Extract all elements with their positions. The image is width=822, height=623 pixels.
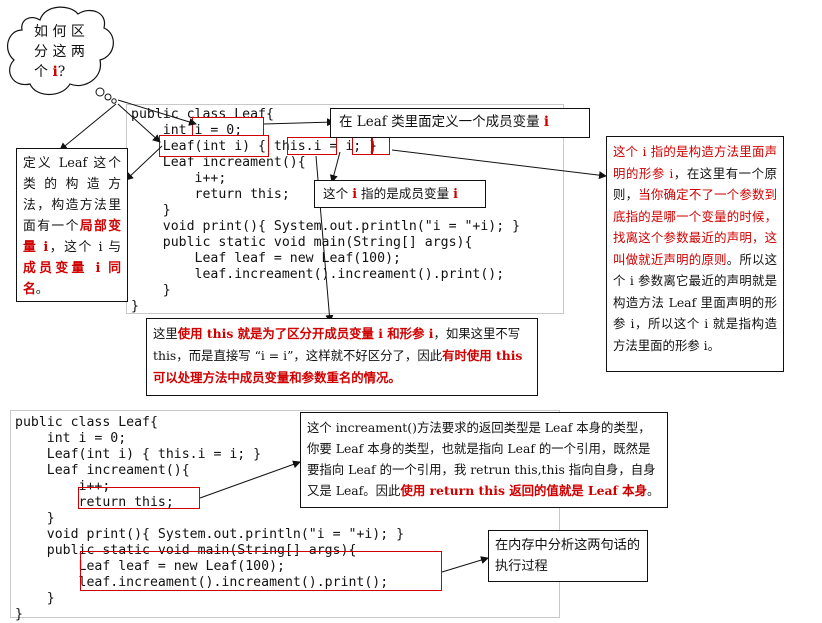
code-line: } xyxy=(131,203,171,218)
highlight-return-this xyxy=(78,487,200,509)
note-member-variable: 在 Leaf 类里面定义一个成员变量 i xyxy=(330,108,590,138)
code-line: i++; xyxy=(15,479,111,494)
code-line: leaf.increament().increament().print(); xyxy=(15,575,389,590)
code-line: return this; xyxy=(15,495,174,510)
highlight-this-i xyxy=(287,137,337,155)
arrow-constructor-note xyxy=(125,145,163,181)
code-line: void print(){ System.out.println("i = "+… xyxy=(15,527,405,542)
code-line: int i = 0; xyxy=(131,123,243,138)
arrow-cloud-constructor xyxy=(59,103,117,151)
code-line: Leaf increament(){ xyxy=(15,463,190,478)
code-line: Leaf leaf = new Leaf(100); xyxy=(131,251,401,266)
code-panel-bottom: public class Leaf{ int i = 0; Leaf(int i… xyxy=(10,410,560,622)
cloud-line-1: 如 何 区 xyxy=(34,24,85,40)
code-line: Leaf leaf = new Leaf(100); xyxy=(15,559,285,574)
note-constructor: 定义 Leaf 这个类 的 构 造 方法，构造方法里面有一个局部变量 i，这个 … xyxy=(16,148,128,302)
code-line: } xyxy=(15,591,55,606)
arrow-return-this xyxy=(199,460,301,499)
cloud-line-3: 个 i? xyxy=(34,64,66,80)
arrow-this-i-note xyxy=(329,151,341,183)
code-line: return this; xyxy=(131,187,290,202)
highlight-main-statements xyxy=(80,551,442,591)
code-line: int i = 0; xyxy=(15,431,127,446)
arrow-cloud-param xyxy=(117,103,161,143)
code-line: void print(){ System.out.println("i = "+… xyxy=(131,219,521,234)
code-panel-top: public class Leaf{ int i = 0; Leaf(int i… xyxy=(126,104,564,314)
code-line: Leaf(int i) { this.i = i; } xyxy=(131,139,378,154)
note-this-purpose: 这里使用 this 就是为了区分开成员变量 i 和形参 i，如果这里不写 thi… xyxy=(146,318,538,396)
note-memory: 在内存中分析这两句话的执行过程 xyxy=(488,530,648,582)
arrow-cloud-member xyxy=(117,99,197,126)
note-param-i: 这个 i 指的是构造方法里面声明的形参 i，在这里有一个原则，当你确定不了一个参… xyxy=(606,136,784,372)
code-line: } xyxy=(131,283,171,298)
note-this-i: 这个 i 指的是成员变量 i xyxy=(314,180,486,208)
arrow-param-note xyxy=(391,149,607,180)
arrow-memory xyxy=(441,556,489,573)
note-return-this: 这个 increament()方法要求的返回类型是 Leaf 本身的类型，你要 … xyxy=(300,412,668,508)
code-line: } xyxy=(15,607,23,622)
code-line: Leaf(int i) { this.i = i; } xyxy=(15,447,262,462)
highlight-constructor xyxy=(159,135,269,157)
cloud-line-2: 分 这 两 xyxy=(34,44,85,60)
code-line: leaf.increament().increament().print(); xyxy=(131,267,505,282)
code-line: } xyxy=(15,511,55,526)
code-line: public static void main(String[] args){ xyxy=(131,235,473,250)
code-line: public class Leaf{ xyxy=(15,415,158,430)
code-line: public static void main(String[] args){ xyxy=(15,543,357,558)
arrow-member-note xyxy=(263,118,335,127)
code-line: i++; xyxy=(131,171,227,186)
cloud-question: 如 何 区 分 这 两 个 i? xyxy=(34,22,85,82)
code-line: } xyxy=(131,299,139,314)
code-line: Leaf increament(){ xyxy=(131,155,306,170)
